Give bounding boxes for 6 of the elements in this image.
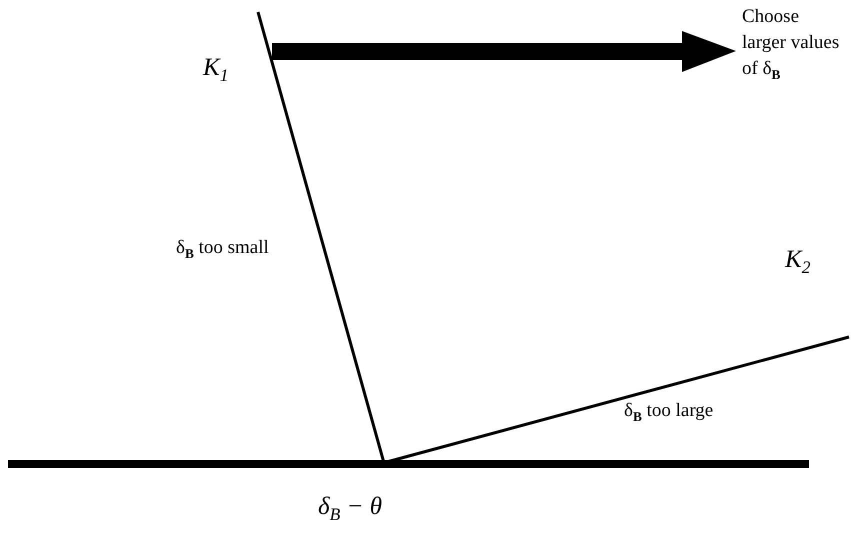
annotation-text: Choose larger values of δ$_{B}$ <box>742 5 840 84</box>
curve-label: K$_{1}$ <box>203 55 228 87</box>
axis-label: δ$_{B}$ − θ <box>318 494 382 526</box>
region-label: δ$_{B}$ too small <box>176 236 269 263</box>
region-label: δ$_{B}$ too large <box>624 399 714 426</box>
curve-label: K$_{2}$ <box>785 247 810 279</box>
